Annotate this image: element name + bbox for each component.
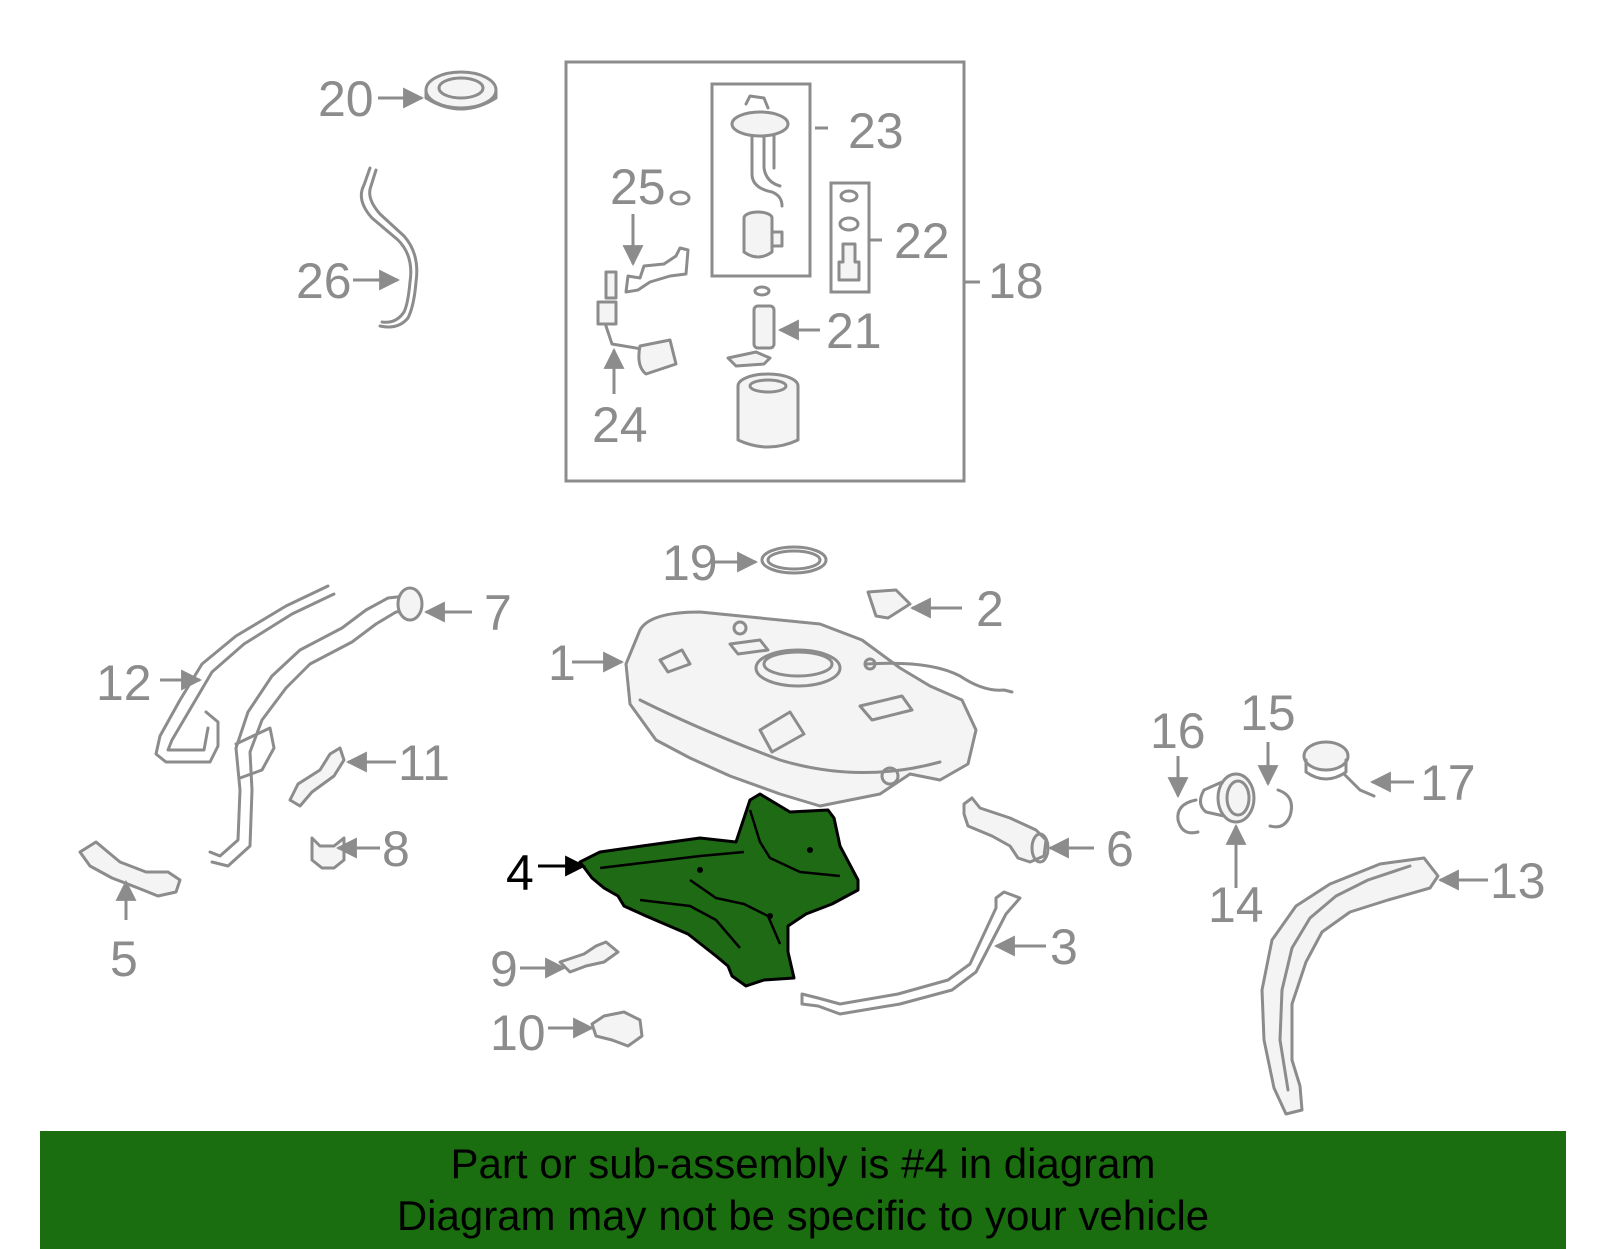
part-3-strap bbox=[800, 890, 1022, 1016]
part-12-breather-tube bbox=[154, 584, 330, 764]
callout-8: 8 bbox=[382, 821, 410, 877]
callout-3: 3 bbox=[1050, 919, 1078, 975]
callout-18: 18 bbox=[988, 253, 1044, 309]
callout-1: 1 bbox=[548, 635, 576, 691]
part-25-seal bbox=[669, 190, 691, 206]
part-7-filler-neck bbox=[208, 594, 408, 858]
callout-7: 7 bbox=[484, 585, 512, 641]
part-26-tube bbox=[359, 166, 413, 324]
callout-26: 26 bbox=[296, 253, 352, 309]
part-7-bracket bbox=[234, 726, 276, 780]
info-banner: Part or sub-assembly is #4 in diagram Di… bbox=[40, 1131, 1566, 1249]
subassembly-box-18 bbox=[564, 60, 966, 483]
part-6-hose bbox=[962, 796, 1048, 864]
part-11-clip bbox=[288, 746, 346, 808]
callout-6: 6 bbox=[1106, 821, 1134, 877]
part-20-seal-ring bbox=[424, 70, 498, 111]
callout-2: 2 bbox=[976, 581, 1004, 637]
part-25-harness bbox=[624, 246, 690, 294]
callout-20: 20 bbox=[318, 71, 374, 127]
callout-23: 23 bbox=[848, 103, 904, 159]
part-10-bracket bbox=[590, 1010, 644, 1048]
part-4-skid-plate bbox=[578, 792, 860, 988]
part-16-clip bbox=[1176, 798, 1200, 835]
callout-4: 4 bbox=[506, 845, 534, 901]
callout-5: 5 bbox=[110, 931, 138, 987]
callout-12: 12 bbox=[96, 655, 152, 711]
callout-17: 17 bbox=[1420, 755, 1476, 811]
banner-line-1: Part or sub-assembly is #4 in diagram bbox=[450, 1140, 1156, 1187]
callout-11: 11 bbox=[398, 735, 450, 791]
part-22-seals bbox=[837, 189, 861, 282]
part-7-filler-cap-end bbox=[396, 586, 424, 622]
part-13-panel bbox=[1260, 856, 1440, 1116]
banner-line-2: Diagram may not be specific to your vehi… bbox=[396, 1192, 1210, 1239]
part-15-snap-ring bbox=[1268, 788, 1293, 829]
callout-10: 10 bbox=[490, 1005, 546, 1061]
callout-24: 24 bbox=[592, 397, 648, 453]
part-26-tube-inner bbox=[368, 168, 419, 329]
part-5-hose bbox=[78, 840, 182, 898]
subassembly-box-22 bbox=[829, 181, 871, 294]
subassembly-box-23 bbox=[710, 82, 812, 278]
callout-13: 13 bbox=[1490, 853, 1546, 909]
callout-14: 14 bbox=[1208, 877, 1264, 933]
callout-19: 19 bbox=[662, 535, 718, 591]
part-9-bracket bbox=[558, 940, 620, 974]
callout-16: 16 bbox=[1150, 703, 1206, 759]
part-13-panel-inner bbox=[1278, 864, 1412, 1092]
part-8-clamp bbox=[310, 836, 346, 870]
callout-25: 25 bbox=[610, 159, 666, 215]
part-2-bracket bbox=[866, 588, 912, 620]
part-14-grommet bbox=[1199, 772, 1256, 824]
callout-21: 21 bbox=[826, 303, 882, 359]
part-24-sender bbox=[596, 270, 678, 376]
callout-22: 22 bbox=[894, 213, 950, 269]
part-1-fuel-tank bbox=[624, 610, 1014, 808]
part-23-pump-module bbox=[730, 94, 790, 259]
part-17-fuel-cap bbox=[1302, 740, 1376, 798]
callout-9: 9 bbox=[490, 941, 518, 997]
part-12-breather-tube-b bbox=[166, 592, 336, 752]
callout-15: 15 bbox=[1240, 685, 1296, 741]
part-21-filter bbox=[726, 285, 800, 449]
part-19-gasket bbox=[760, 545, 828, 575]
part-19-gasket-inner bbox=[766, 549, 822, 571]
part-7-filler-neck-b bbox=[210, 608, 414, 868]
